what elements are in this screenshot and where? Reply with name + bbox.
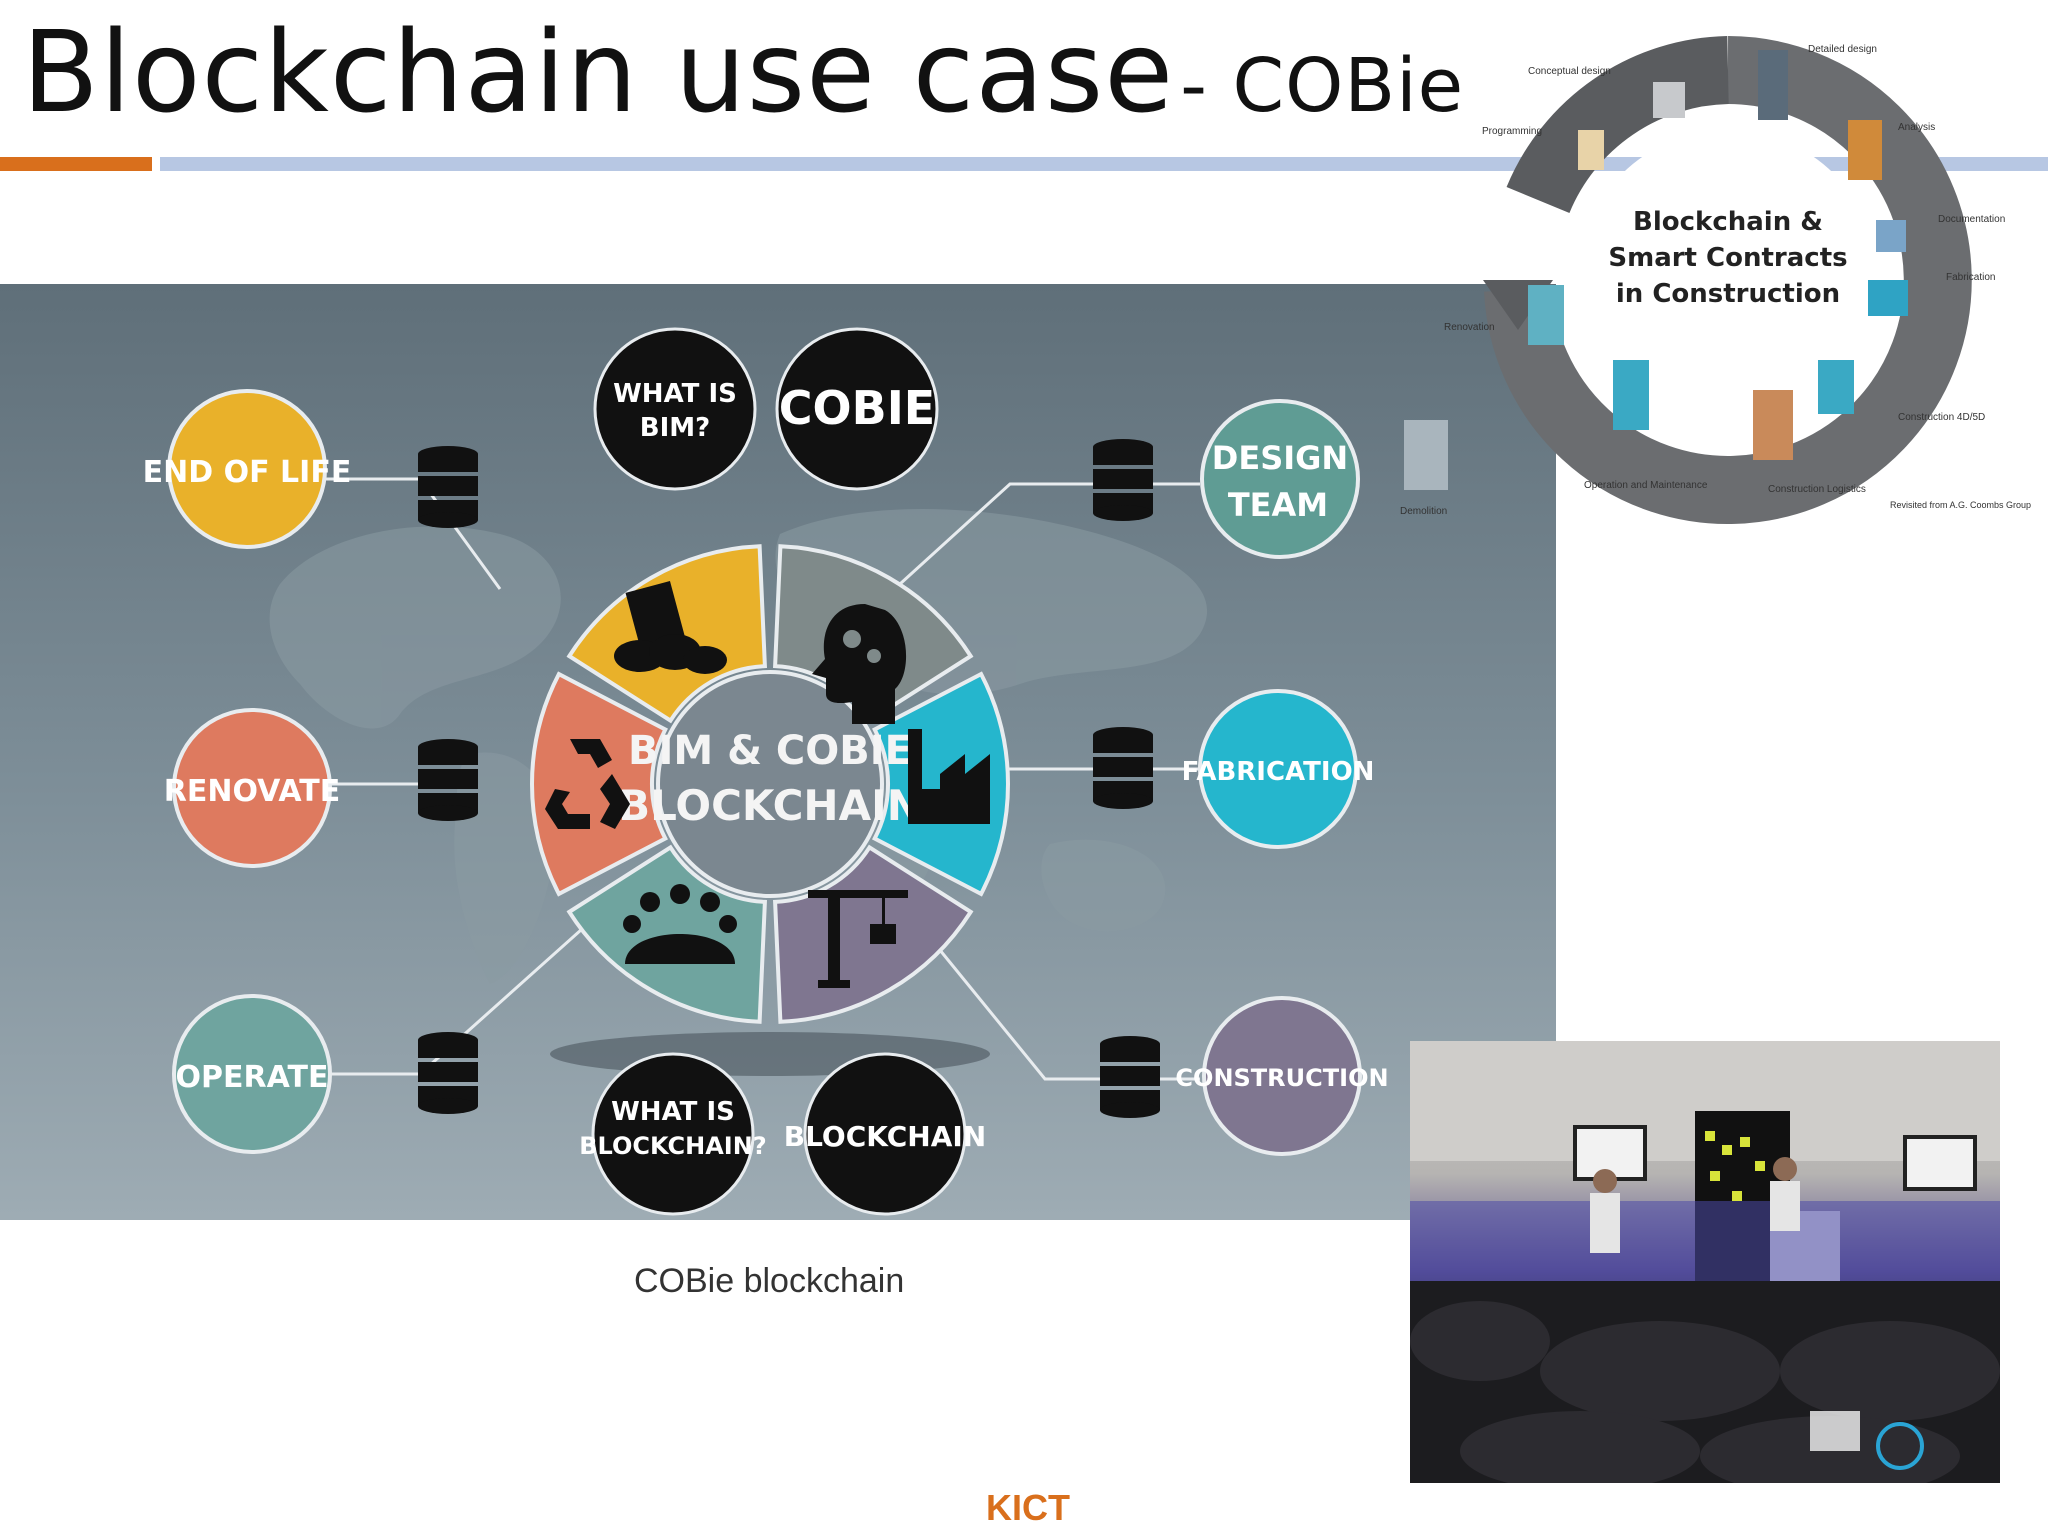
recycle-icon [545, 739, 630, 829]
fabrication-label: FABRICATION [1182, 757, 1375, 787]
lifecycle-center-line3: in Construction [1616, 279, 1840, 309]
database-icon [1100, 1036, 1160, 1118]
top-circle-what-is-bim: WHAT IS BIM? [593, 327, 757, 491]
what-is-bim-line2: BIM? [640, 413, 710, 443]
top-circle-cobie: COBIE [775, 327, 939, 491]
stage-logistics: Construction Logistics [1768, 484, 1866, 495]
stage-operation: Operation and Maintenance [1584, 480, 1708, 491]
crane-icon [808, 890, 908, 988]
bim-cobie-blockchain-infographic: BIM & COBIE BLOCKCHAIN [0, 284, 1556, 1220]
stage-detailed-design: Detailed design [1808, 44, 1877, 55]
end-of-life-label: END OF LIFE [143, 455, 352, 490]
lifecycle-center-line2: Smart Contracts [1608, 243, 1847, 273]
slide-title: Blockchain use case - COBie [22, 8, 1464, 138]
center-disc [656, 670, 884, 898]
what-is-bim-line1: WHAT IS [613, 379, 737, 409]
database-icon [1093, 439, 1153, 521]
lifecycle-center [1578, 130, 1878, 430]
what-is-blockchain-line1: WHAT IS [611, 1097, 735, 1127]
operate-label: OPERATE [176, 1060, 329, 1095]
title-underline-accent [0, 157, 152, 171]
conference-photo-illustration [1410, 1041, 2000, 1483]
segment-renovate [530, 671, 668, 897]
title-main: Blockchain use case [22, 8, 1175, 138]
database-icon [418, 739, 478, 821]
renovate-label: RENOVATE [164, 774, 340, 809]
blockchain-label: BLOCKCHAIN [784, 1120, 986, 1153]
stage-fabrication: Fabrication [1946, 272, 1995, 283]
database-icon [418, 1032, 478, 1114]
lifecycle-canvas: Blockchain & Smart Contracts in Construc… [1400, 36, 2031, 524]
node-renovate: RENOVATE [164, 708, 340, 868]
node-end-of-life: END OF LIFE [143, 389, 352, 549]
lifecycle-credit: Revisited from A.G. Coombs Group [1890, 500, 2031, 510]
stage-renovation: Renovation [1444, 322, 1495, 333]
stage-programming: Programming [1482, 126, 1542, 137]
factory-icon [908, 729, 990, 824]
footer-kict: KICT [986, 1487, 1070, 1528]
stage-analysis: Analysis [1898, 122, 1935, 133]
title-sub: - COBie [1180, 43, 1465, 129]
center-label-line2: BLOCKCHAIN [618, 781, 922, 830]
database-icons [418, 439, 1160, 1118]
lifecycle-center-line1: Blockchain & [1633, 207, 1823, 237]
design-team-line1: DESIGN [1212, 439, 1348, 477]
node-fabrication: FABRICATION [1182, 689, 1375, 849]
center-label-line1: BIM & COBIE [628, 728, 912, 774]
bottom-circle-what-is-blockchain: WHAT IS BLOCKCHAIN? [579, 1052, 767, 1216]
construction-label: CONSTRUCTION [1175, 1064, 1388, 1092]
design-team-line2: TEAM [1228, 486, 1328, 524]
segment-operate [566, 844, 767, 1024]
conference-photo [1410, 1041, 2000, 1483]
watermark-logo [1810, 1411, 1860, 1451]
stage-construction: Construction 4D/5D [1898, 412, 1985, 423]
screen-right [1903, 1135, 1977, 1191]
segment-icons [545, 581, 990, 988]
node-design-team: DESIGN TEAM [1200, 399, 1360, 559]
database-icon [418, 446, 478, 528]
node-construction: CONSTRUCTION [1175, 996, 1389, 1156]
stage-demolition: Demolition [1400, 506, 1447, 517]
demolition-building-icon [614, 581, 727, 674]
meeting-people-icon [623, 884, 737, 964]
database-icon [1093, 727, 1153, 809]
infographic-canvas: BIM & COBIE BLOCKCHAIN [143, 327, 1389, 1216]
stage-documentation: Documentation [1938, 214, 2005, 225]
lifecycle-arrow-tail [1506, 36, 1730, 214]
stage-conceptual-design: Conceptual design [1528, 66, 1611, 77]
head-gears-icon [812, 604, 907, 724]
infographic-caption: COBie blockchain [634, 1262, 905, 1300]
cobie-label: COBIE [779, 381, 935, 435]
construction-lifecycle-diagram: Blockchain & Smart Contracts in Construc… [1398, 30, 2048, 530]
node-operate: OPERATE [172, 994, 332, 1154]
lifecycle-building-icons [1404, 50, 1908, 490]
bottom-circle-blockchain: BLOCKCHAIN [784, 1052, 986, 1216]
what-is-blockchain-line2: BLOCKCHAIN? [579, 1132, 766, 1160]
